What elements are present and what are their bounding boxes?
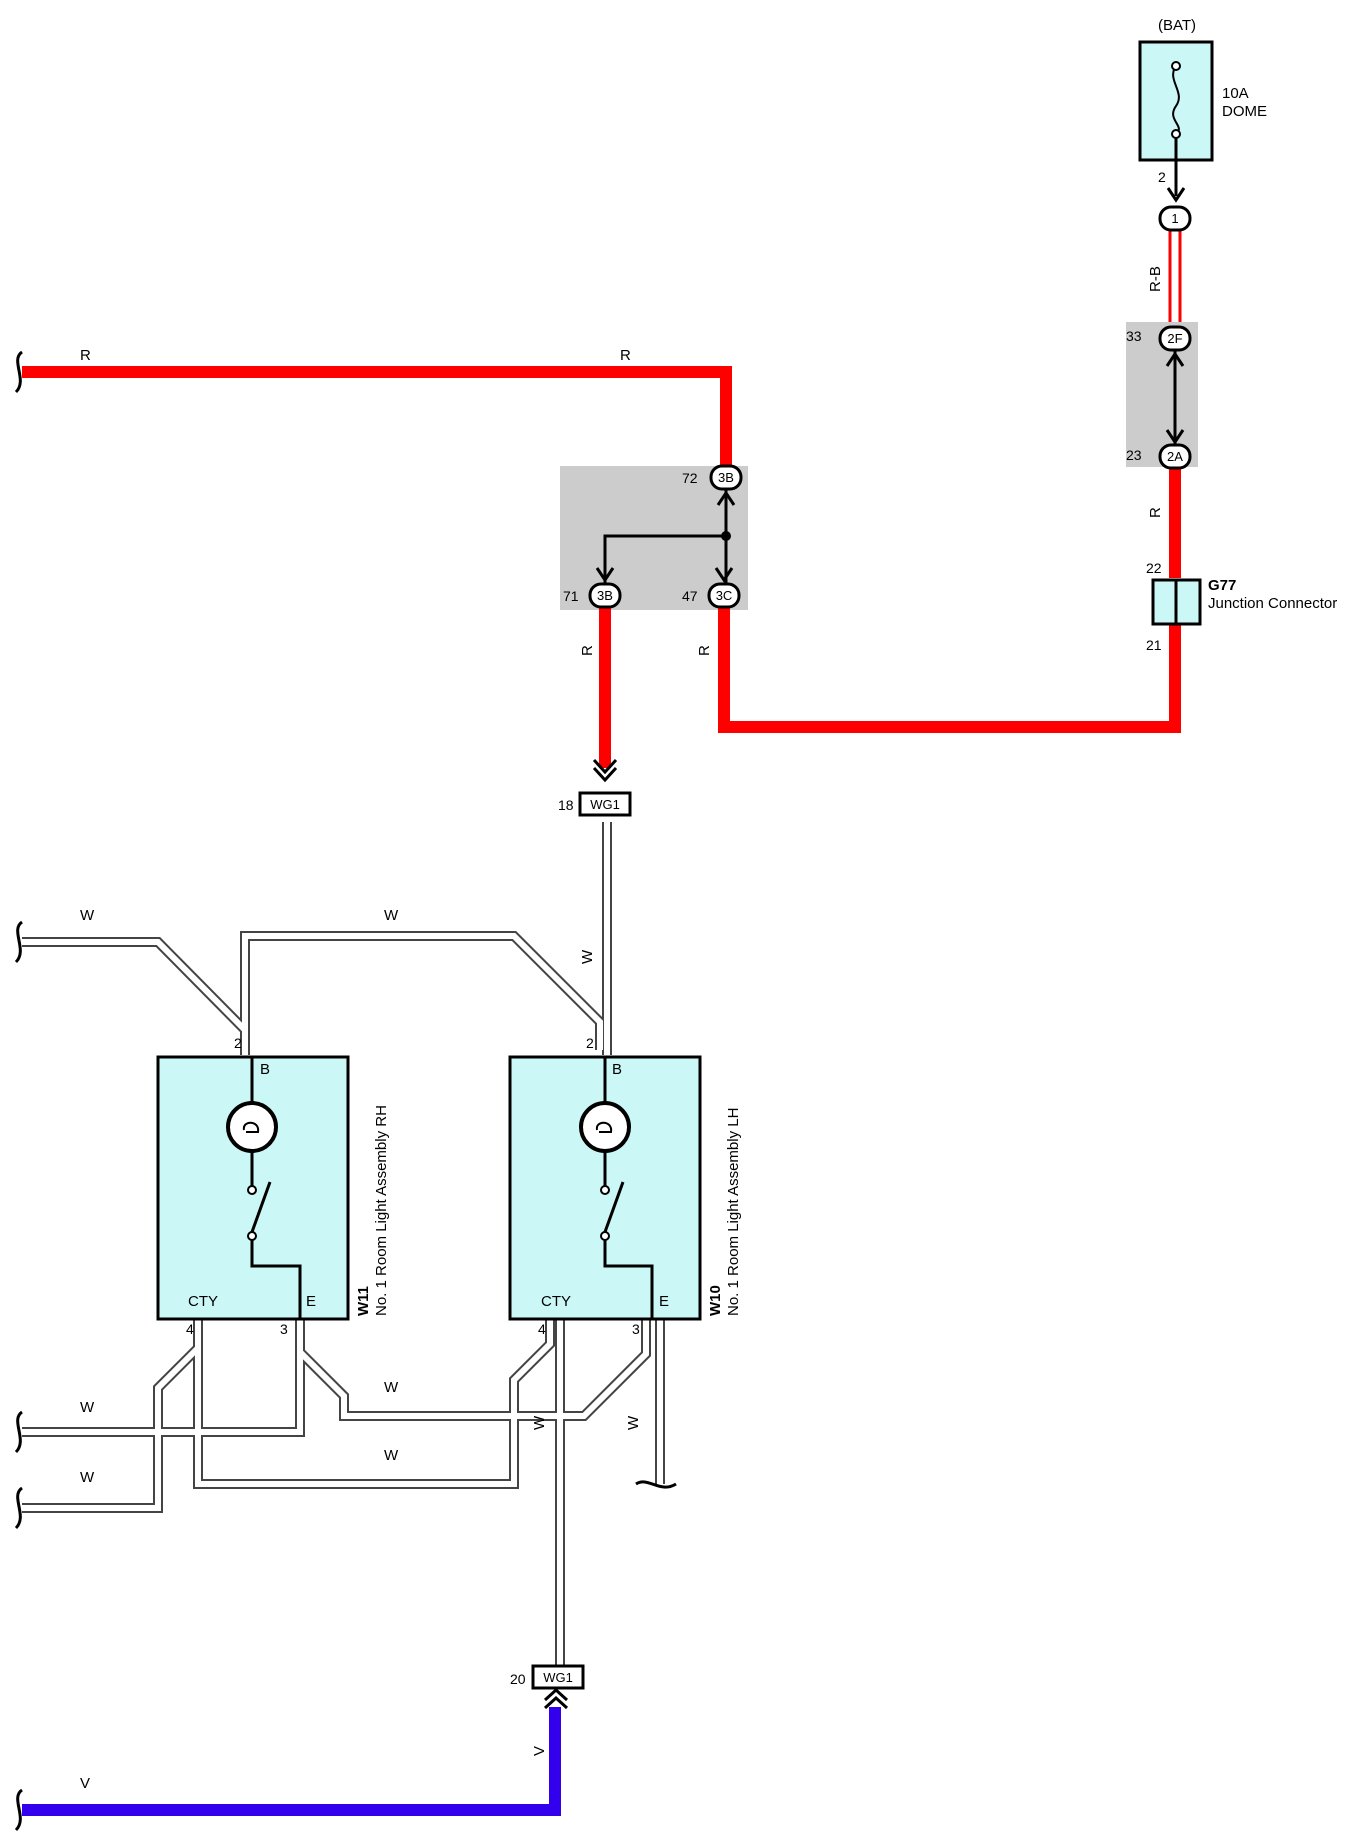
pin-47: 47 <box>682 588 698 604</box>
w11-pin-3: 3 <box>280 1321 288 1337</box>
w10-b-label: B <box>612 1061 622 1078</box>
junction-g77 <box>1151 578 1202 626</box>
w10-pin-4: 4 <box>538 1321 546 1337</box>
component-w10 <box>508 1055 702 1321</box>
component-w11 <box>156 1055 350 1321</box>
junction-name: Junction Connector <box>1208 595 1337 612</box>
connector-3c-label: 3C <box>716 588 733 603</box>
white-wires <box>22 822 665 1680</box>
connector-3b-top-label: 3B <box>718 470 734 485</box>
break-marker-w2 <box>14 1410 24 1454</box>
pin-71: 71 <box>563 588 579 604</box>
w10-cty-label: CTY <box>541 1293 571 1310</box>
fuse-pin: 2 <box>1158 169 1166 185</box>
pin-23: 23 <box>1126 447 1142 463</box>
connector-3b-left-label: 3B <box>597 588 613 603</box>
pin-22: 22 <box>1146 560 1162 576</box>
wire-label-w-top-mid: W <box>384 907 399 924</box>
connector-1-label: 1 <box>1171 211 1178 226</box>
connector-2f-label: 2F <box>1167 331 1182 346</box>
w10-name: No. 1 Room Light Assembly LH <box>725 1108 742 1316</box>
wire-label-w-vert-2: W <box>531 1415 548 1430</box>
wire-label-w-vert-3: W <box>625 1415 642 1430</box>
wire-v <box>22 1707 561 1816</box>
w10-id: W10 <box>707 1285 724 1316</box>
fuse-rating: 10A <box>1222 85 1249 102</box>
wire-label-r-mid-vert: R <box>696 645 713 656</box>
wire-label-rb: R-B <box>1147 266 1164 292</box>
wire-label-r-top-mid: R <box>620 347 631 364</box>
fuse-source: (BAT) <box>1158 17 1196 34</box>
w11-name: No. 1 Room Light Assembly RH <box>373 1105 390 1316</box>
w11-id: W11 <box>355 1286 372 1316</box>
w11-b-label: B <box>260 1061 270 1078</box>
break-marker-v <box>14 1788 24 1832</box>
wire-label-w-low-horz: W <box>384 1447 399 1464</box>
break-markers <box>14 350 677 1832</box>
connector-3b-top: 3B <box>709 464 743 491</box>
connector-wg1-top: WG1 <box>578 758 632 817</box>
w11-e-label: E <box>306 1293 316 1310</box>
w11-pin-4: 4 <box>186 1321 194 1337</box>
wire-r-bottom-loop <box>718 608 1181 733</box>
w10-e-label: E <box>659 1293 669 1310</box>
wire-label-w-vert: W <box>579 949 596 964</box>
wire-label-r-top-left: R <box>80 347 91 364</box>
break-marker-r <box>14 350 24 394</box>
connector-wg1-bottom: WG1 <box>531 1664 585 1710</box>
wire-label-r-left-vert: R <box>579 645 596 656</box>
connector-3b-left: 3B <box>588 582 622 609</box>
connector-2a-label: 2A <box>1167 449 1183 464</box>
w10-pin-3: 3 <box>632 1321 640 1337</box>
wire-label-w-left-2: W <box>80 1469 95 1486</box>
wire-label-w-top-left: W <box>80 907 95 924</box>
wire-label-w-left-1: W <box>80 1399 95 1416</box>
pin-72: 72 <box>682 470 698 486</box>
splice-dot <box>721 531 731 541</box>
junction-id: G77 <box>1208 577 1236 594</box>
connector-3c: 3C <box>707 582 741 609</box>
pin-18: 18 <box>558 797 574 813</box>
fuse-name: DOME <box>1222 103 1267 120</box>
wire-label-v-vert: V <box>531 1746 548 1756</box>
wire-r-top <box>22 366 732 468</box>
connector-wg1-top-label: WG1 <box>590 797 620 812</box>
w10-pin-2: 2 <box>586 1035 594 1051</box>
break-marker-w3 <box>14 1486 24 1530</box>
wire-label-r-right-vert: R <box>1147 507 1164 518</box>
break-marker-w4 <box>635 1480 677 1489</box>
red-wires <box>22 230 1182 768</box>
pin-33: 33 <box>1126 328 1142 344</box>
pin-21: 21 <box>1146 637 1162 653</box>
connector-wg1-bottom-label: WG1 <box>543 1670 573 1685</box>
connector-1: 1 <box>1158 205 1192 232</box>
connector-2a: 2A <box>1158 443 1192 470</box>
w11-pin-2: 2 <box>234 1035 242 1051</box>
wire-label-v-horz: V <box>80 1775 90 1792</box>
link-2f-2a <box>1165 350 1185 445</box>
fuse-dome <box>1138 40 1214 203</box>
pin-20: 20 <box>510 1671 526 1687</box>
wire-label-w-mid-horz: W <box>384 1379 399 1396</box>
connector-2f: 2F <box>1158 325 1192 352</box>
break-marker-w1 <box>14 920 24 964</box>
w11-cty-label: CTY <box>188 1293 218 1310</box>
